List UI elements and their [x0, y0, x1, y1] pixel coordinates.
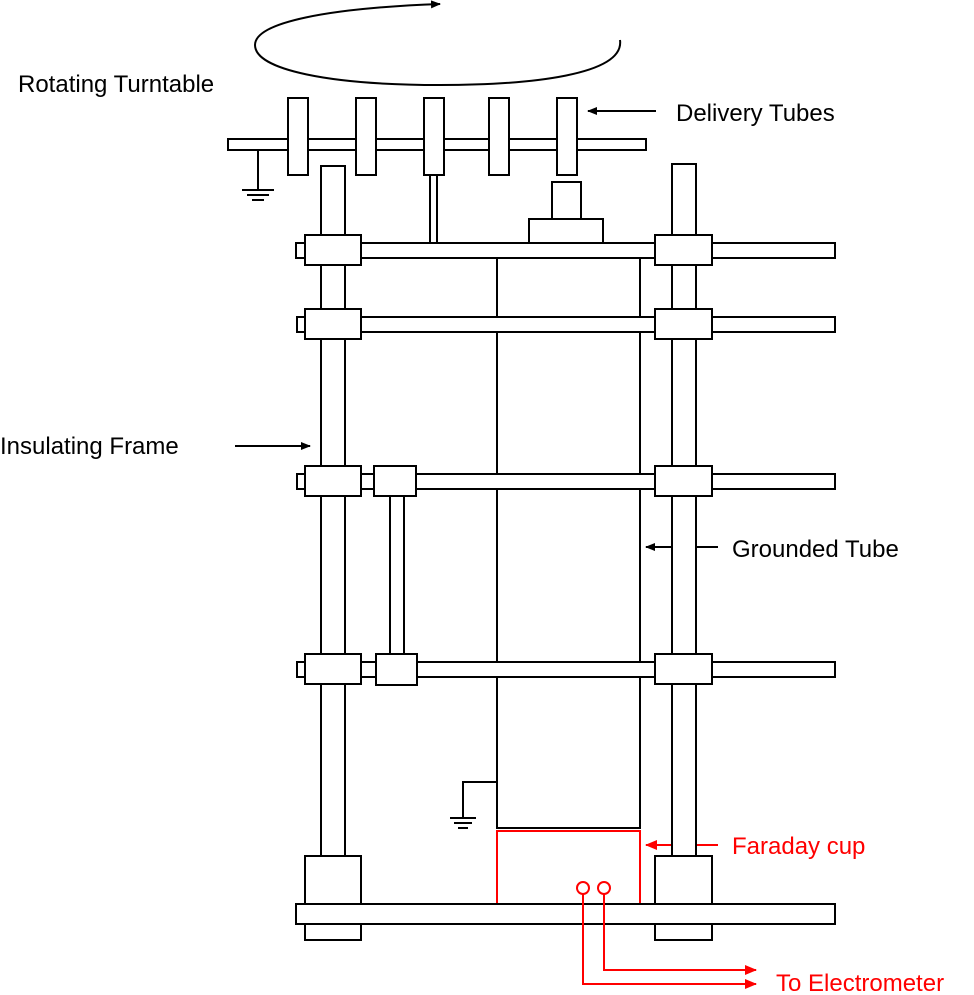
connector-terminal-icon [576, 881, 590, 895]
right-rod [671, 163, 697, 857]
collar [654, 308, 713, 340]
delivery-tube [287, 97, 309, 176]
left-rod [320, 165, 346, 857]
collar [304, 308, 362, 340]
electrometer-lead [582, 894, 757, 989]
rotation-arrow-icon [253, 0, 622, 87]
base-plate [295, 903, 836, 925]
collar [654, 465, 713, 497]
to-electrometer-label: To Electrometer [776, 970, 944, 995]
shelf-1 [295, 242, 836, 259]
delivery-tube [355, 97, 377, 176]
collar [304, 465, 362, 497]
ground-symbol-icon [450, 781, 497, 829]
inlet-block-top [551, 181, 582, 220]
collar [654, 653, 713, 685]
faraday-cup [496, 830, 641, 904]
grounded-tube-label: Grounded Tube [732, 536, 899, 563]
middle-rod [389, 487, 405, 669]
faraday-cup-label: Faraday cup [732, 833, 865, 860]
collar [304, 653, 362, 685]
ground-symbol-icon [242, 150, 274, 201]
base-foot-right [654, 855, 713, 941]
grounded-tube [496, 257, 641, 829]
delivery-tube [488, 97, 510, 176]
collar [654, 234, 713, 266]
rotating-turntable-label: Rotating Turntable [18, 71, 214, 98]
delivery-tube [423, 97, 445, 176]
connector-terminal-icon [597, 881, 611, 895]
delivery-tubes-label: Delivery Tubes [676, 100, 835, 127]
collar [373, 465, 417, 497]
electrometer-lead [603, 894, 757, 975]
feed-tube [429, 174, 438, 244]
base-foot-left [304, 855, 362, 941]
delivery-tube [556, 97, 578, 176]
insulating-frame-label: Insulating Frame [0, 433, 179, 460]
shelf-2 [296, 316, 836, 333]
collar [304, 234, 362, 266]
collar [375, 653, 418, 686]
inlet-block-base [528, 218, 604, 244]
